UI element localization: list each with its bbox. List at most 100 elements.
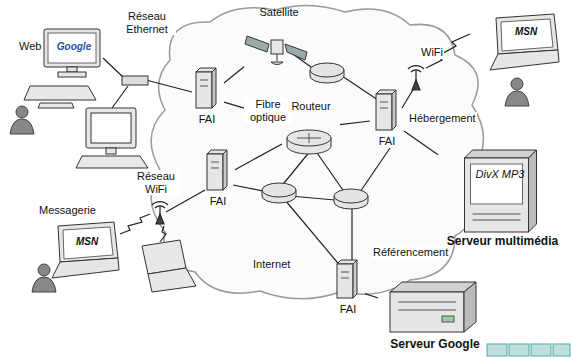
device-icon-part: [245, 36, 269, 52]
node-label: FAI: [190, 113, 224, 126]
node-label: Google: [43, 41, 105, 53]
isp-tower: FAI: [370, 90, 404, 148]
device-icon-part: [277, 54, 278, 61]
person-icon-part: [32, 277, 56, 292]
link-label: Référencement: [372, 246, 449, 259]
wifi-antenna-part: [160, 226, 166, 242]
page-corner-tabs-part: [487, 344, 507, 356]
node-label: Satellite: [244, 6, 314, 19]
network-link: [235, 144, 282, 170]
device-icon-part: [200, 86, 208, 87]
person-icon-part: [16, 106, 28, 118]
device-icon-part: [287, 130, 331, 146]
satellite: Satellite: [244, 6, 314, 70]
person-icon-part: [511, 78, 523, 90]
network-wires-part: [351, 206, 352, 262]
link-label: Hébergement: [408, 112, 477, 125]
router-symbols-part: [310, 63, 344, 77]
device-icon-part: [67, 67, 77, 72]
network-link: [404, 131, 438, 155]
device-icon-part: [58, 72, 86, 77]
device-icon-part: [473, 220, 521, 221]
node-label: MSN: [50, 236, 124, 248]
network-wires-part: [360, 148, 390, 192]
device-icon-part: [211, 168, 219, 169]
device-icon-part: [398, 302, 456, 303]
device-icon-part: [207, 154, 223, 190]
device-icon-part: [473, 214, 521, 215]
desktop-computer-part: [86, 108, 136, 148]
device-icon-part: [200, 80, 208, 81]
network-wires-part: [146, 80, 192, 92]
device-icon: [43, 28, 101, 78]
laptop: MSN: [50, 222, 124, 280]
node-label: DivX MP3: [468, 168, 532, 181]
desktop-computer-part: [24, 86, 96, 100]
wifi-antenna-part: [152, 202, 168, 208]
network-link: [340, 121, 370, 125]
router-symbols: [262, 63, 368, 209]
person-icon-part: [38, 264, 50, 276]
device-icon-part: [464, 282, 476, 332]
node-label: FAI: [370, 135, 404, 148]
device-icon-part: [223, 150, 227, 190]
wifi-antenna-part: [408, 66, 424, 72]
device-icon-part: [380, 108, 388, 109]
device-icon-part: [380, 102, 388, 103]
router-symbols-part: [334, 189, 368, 203]
device-icon: [488, 14, 560, 72]
device-icon-part: [376, 94, 392, 130]
page-corner-tabs-part: [531, 344, 551, 356]
page-corner-tabs: [487, 344, 570, 356]
desktop-computer-part: [106, 148, 116, 154]
laptop-part: [148, 268, 196, 292]
node-label: FAI: [201, 195, 235, 208]
device-icon-part: [398, 310, 456, 311]
person-icon: [10, 78, 529, 292]
device-icon-part: [490, 50, 559, 70]
device-icon-part: [52, 258, 119, 278]
wifi-antenna-part: [120, 214, 150, 234]
device-icon-part: [341, 272, 349, 273]
node-label: MSN: [488, 26, 564, 38]
node-label: FAI: [331, 303, 365, 316]
device-icon-part: [271, 62, 283, 64]
device-icon-part: [212, 68, 216, 108]
person-icon-part: [10, 119, 34, 134]
network-wires-part: [280, 150, 311, 188]
desktop-computer: [24, 86, 148, 168]
text-label: Réseau WiFi: [132, 170, 180, 195]
node-caption: Serveur multimédia: [438, 235, 567, 249]
device-icon-part: [271, 40, 283, 54]
laptop: MSN: [488, 14, 564, 72]
node-label: Serveur Google: [378, 338, 492, 352]
network-wires-part: [402, 88, 414, 108]
device-icon-part: [285, 44, 307, 60]
text-label: WiFi: [420, 46, 444, 59]
device-icon-part: [390, 292, 464, 332]
network-wires-part: [290, 196, 335, 200]
text-label: Internet: [252, 258, 291, 271]
ethernet-switch: [122, 76, 148, 85]
person-icon-part: [505, 91, 529, 106]
network-wires: [103, 52, 414, 268]
page-corner-tabs-part: [509, 344, 529, 356]
device-icon-part: [196, 72, 212, 108]
device-icon-part: [529, 150, 537, 232]
ethernet-switch-part: [122, 76, 148, 85]
desktop-computer-part: [91, 113, 131, 143]
text-label: Fibre optique: [244, 98, 292, 123]
network-wires-part: [103, 58, 124, 78]
network-wires-part: [112, 86, 128, 108]
router-symbols-part: [262, 183, 296, 197]
network-wires-part: [315, 150, 345, 193]
device-icon-part: [341, 278, 349, 279]
page-corner-tabs-part: [553, 344, 570, 356]
wifi-antenna-part: [412, 80, 420, 90]
wifi-antenna: [120, 34, 470, 242]
device-icon-part: [211, 162, 219, 163]
media-server: DivX MP3Serveur multimédia: [438, 150, 567, 250]
device-icon-part: [297, 133, 321, 143]
internet-cloud-part: [151, 5, 483, 298]
desktop-computer-part: [38, 103, 74, 108]
